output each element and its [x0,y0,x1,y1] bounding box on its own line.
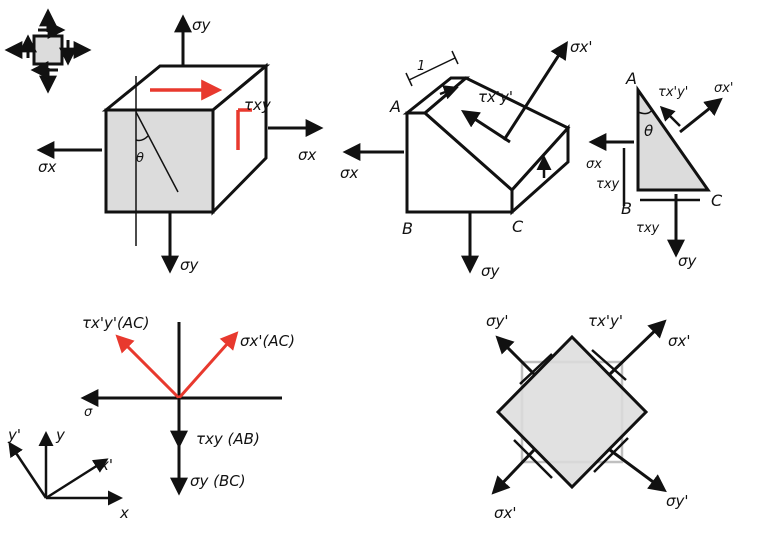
sigma-x-prime-bottom-arrow [491,448,536,495]
cube-sigma-y-bottom-label: σy [180,256,200,274]
wedge-top-shear-arrow [439,85,459,100]
x-axis-label: x [119,504,129,522]
y-prime-axis-label: y' [7,426,21,444]
sigma-ac-arrow [177,331,239,399]
wedge-sigma-x-prime-label: σx' [570,38,593,56]
y-prime-axis [8,441,48,499]
wedge-tau-arrow [460,110,511,144]
triangle-tau-label: τx'y' [658,85,688,100]
wedge-sigma-y-label: σy [481,262,501,280]
cube-front-face [104,108,215,214]
x-prime-axis-label: x' [99,456,113,474]
tau-ab-label: τxy (AB) [196,430,260,448]
wedge-dimension-label: 1 [417,59,425,74]
wedge-dimension-tick-a [405,72,413,87]
triangle-tau-arrow [659,105,681,127]
sigma-ac-label: σx'(AC) [240,332,295,350]
rotated-tau-label: τx'y' [588,312,623,330]
triangle-shape [636,85,711,192]
wedge-side-face [510,124,570,216]
cube-inclined-plane-line [135,111,179,193]
shear-bottom-left-line [513,439,553,479]
sigma-y-prime-bottom-label: σy' [666,492,689,510]
sigma-left-label: σ [84,405,93,420]
triangle-sigma-x-label: σx [586,157,602,172]
triangle-point-b: B [621,199,632,218]
sigma-x-prime-bottom-label: σx' [494,504,517,522]
triangle-tau-xy-bottom-label: τxy [636,221,660,236]
triangle-theta-label: θ [644,122,653,140]
wedge-point-c: C [512,217,524,236]
stress-triangle: A B C θ σx' τx'y' σx τxy τxy σy [586,69,734,270]
wedge-point-a: A [389,97,401,116]
triangle-point-c: C [711,191,723,210]
triangle-tau-xy-left-label: τxy [596,177,620,192]
coordinate-axes [8,431,123,506]
sigma-bc-label: σy (BC) [190,472,246,490]
cube-sigma-y-top-label: σy [192,16,212,34]
stress-wedge: 1 σx' τx'y' σx σy A B C [340,38,593,280]
triangle-sigma-x-prime-arrow [679,97,723,134]
cube-sigma-x-right-label: σx [298,146,317,164]
wedge-point-b: B [402,219,413,238]
wedge-dimension-line [408,57,456,81]
cube-sigma-x-left-label: σx [38,158,57,176]
sigma-y-prime-top-arrow [495,335,536,376]
y-axis-label: y [55,426,66,444]
wedge-sigma-x-label: σx [340,164,359,182]
sigma-y-prime-bottom-arrow [609,448,667,493]
triangle-theta-arc [637,109,653,115]
sigma-x-prime-top-label: σx' [668,332,691,350]
triangle-point-a: A [625,69,637,88]
vector-decomposition: σ τx'y'(AC) σx'(AC) τxy (AB) σy (BC) [80,314,295,496]
cube-theta-arc [135,135,149,142]
shear-bottom-right-line [593,437,629,473]
shear-top-right-line [591,349,627,381]
cube-tau-xy-label: τxy [244,96,272,114]
x-prime-axis [45,458,109,500]
triangle-sigma-y-label: σy [678,252,698,270]
triangle-sigma-x-prime-label: σx' [714,81,734,96]
tau-ac-arrow [115,334,181,400]
cube-theta-label: θ [136,151,144,166]
rotated-element: σy' σx' σx' σy' τx'y' [486,312,691,522]
tau-ac-label: τx'y'(AC) [82,314,149,332]
wedge-sigma-x-prime-arrow [502,40,568,141]
shear-top-left-line [519,353,553,385]
rotated-square [495,334,649,490]
stress-cube: θ σy σy σx σx τxy [36,14,324,274]
sigma-y-prime-top-label: σy' [486,312,509,330]
sigma-x-prime-top-arrow [608,319,667,376]
wedge-dimension-tick-b [451,50,459,65]
stress-element-icon [4,8,92,94]
wedge-tau-label: τx'y' [478,88,513,106]
